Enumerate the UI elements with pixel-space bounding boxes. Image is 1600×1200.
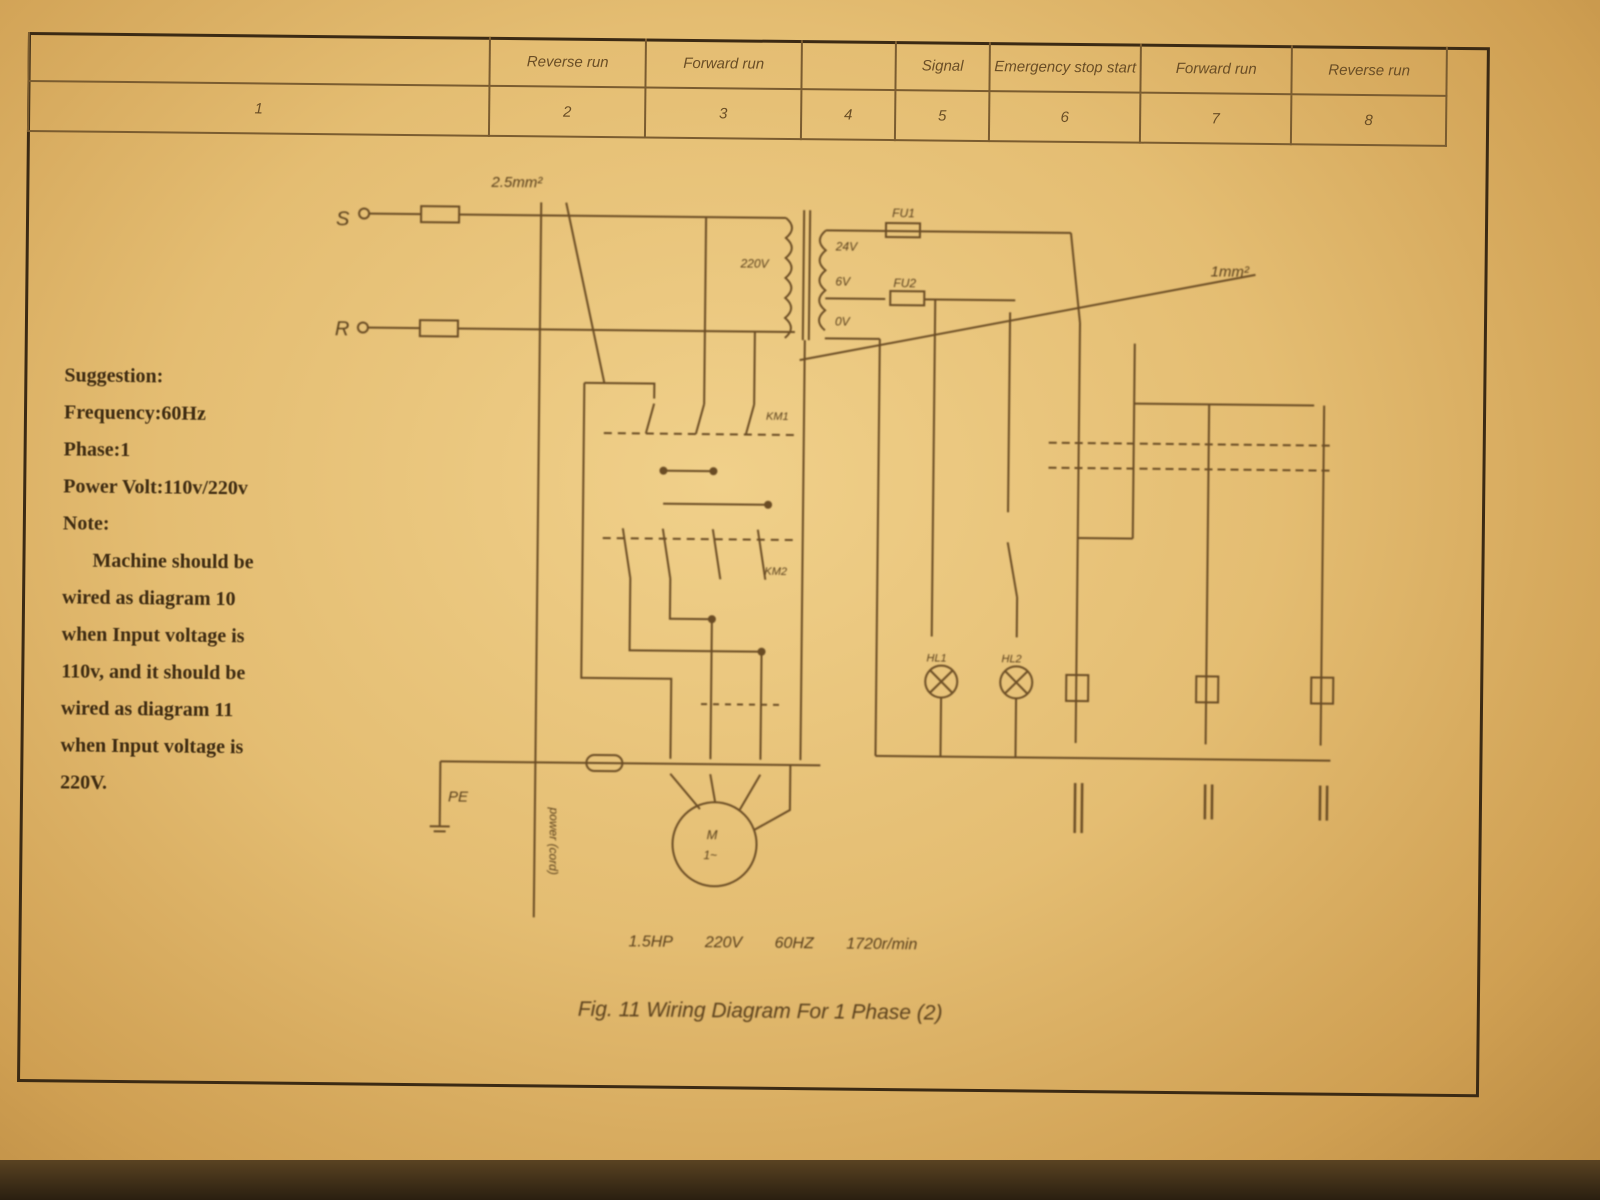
- main-wire-size: 2.5mm²: [490, 174, 543, 192]
- km-rev-label: KM2: [764, 566, 787, 578]
- supply-lines: [356, 202, 795, 918]
- figure-caption: Fig. 11 Wiring Diagram For 1 Phase (2): [577, 997, 943, 1025]
- motor-specs: 1.5HP 220V 60HZ 1720r/min: [628, 933, 918, 954]
- transformer: [783, 210, 1256, 362]
- table-shadow: [0, 1160, 1600, 1200]
- km-fwd-label: KM1: [766, 411, 789, 423]
- contactor-block: [429, 340, 821, 888]
- terminal-r-label: R: [335, 318, 350, 340]
- tap-6v: 6V: [835, 274, 851, 288]
- control-circuit: [874, 299, 1335, 834]
- pe-label: PE: [448, 788, 469, 805]
- tap-24v: 24V: [835, 239, 858, 253]
- circuit-schematic: S R 2.5mm² 1mm² 220V 24V 6V 0V FU1 FU2 P…: [335, 174, 1335, 918]
- motor-label: M: [707, 827, 718, 842]
- motor-sub-label: 1~: [703, 848, 717, 862]
- terminal-s-label: S: [336, 208, 350, 230]
- lamp1-label: HL1: [926, 652, 946, 664]
- lamp2-label: HL2: [1001, 653, 1021, 665]
- fuse2-label: FU2: [893, 276, 916, 290]
- wiring-diagram-sheet: Reverse run Forward run Signal Emergency…: [17, 32, 1498, 1107]
- control-wire-size: 1mm²: [1210, 263, 1250, 280]
- tap-0v: 0V: [835, 314, 851, 328]
- power-cord-label: power (cord): [546, 806, 561, 875]
- fuse1-label: FU1: [892, 206, 915, 220]
- primary-voltage: 220V: [740, 256, 770, 270]
